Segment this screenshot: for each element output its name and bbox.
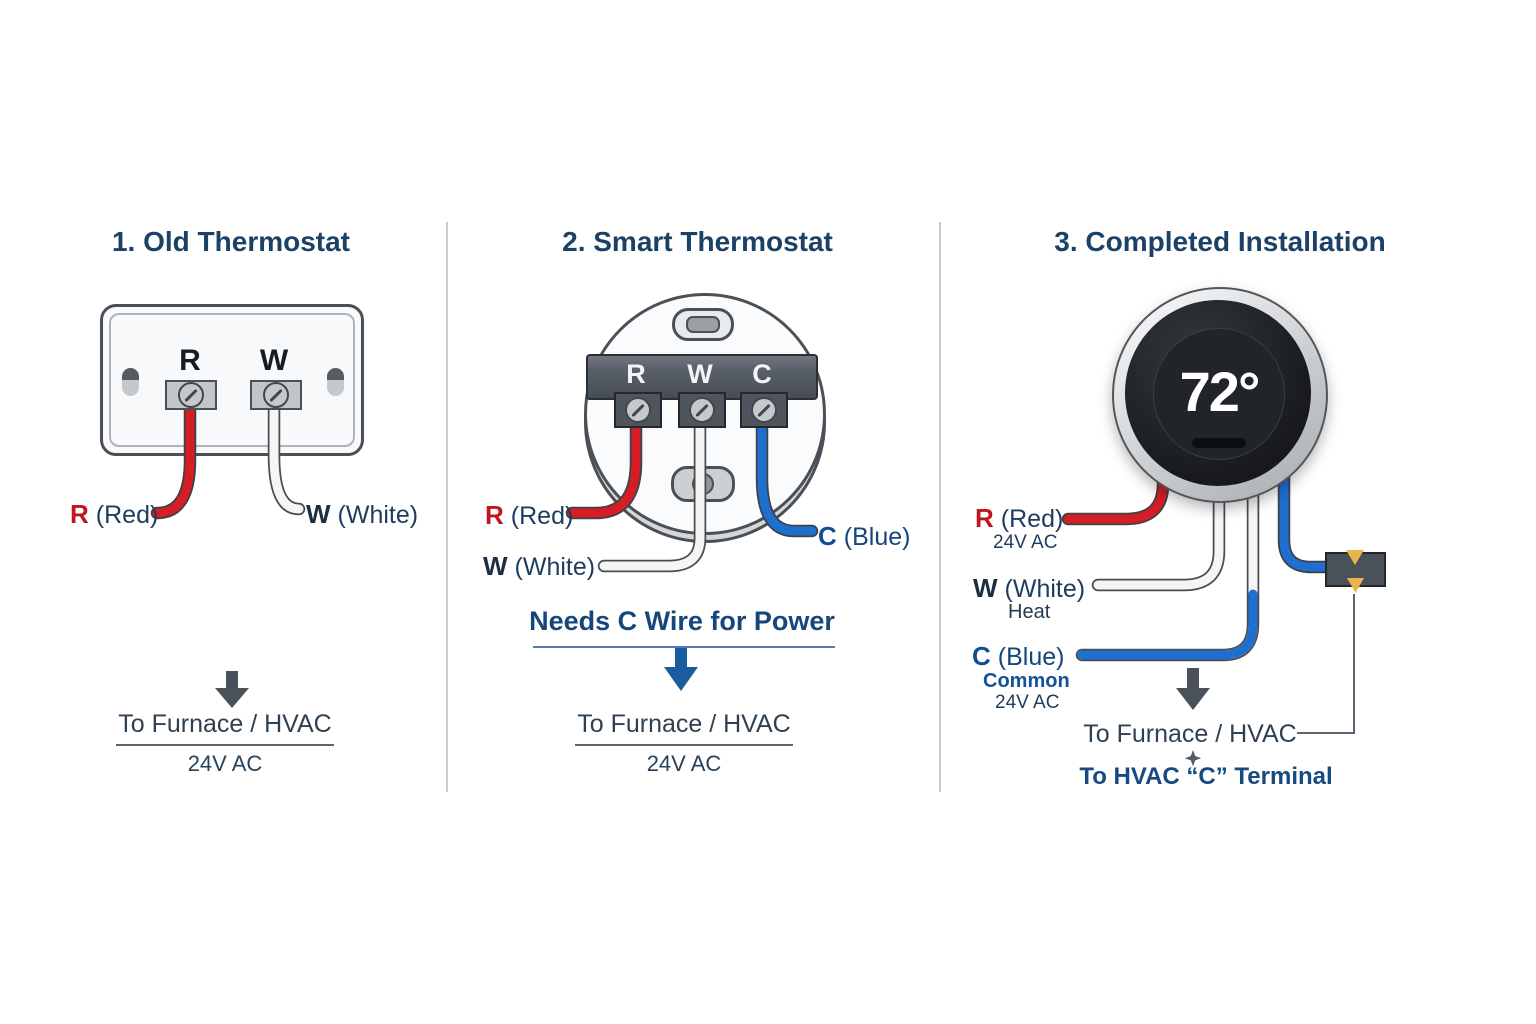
down-arrow-icon (1176, 668, 1210, 710)
panel3-footer-line1: To Furnace / HVAC (1040, 720, 1340, 749)
wire-name-white: (White) (337, 501, 419, 529)
terminal-c (740, 392, 788, 428)
furnace-label: To Furnace / HVAC (575, 710, 793, 746)
screw-icon (689, 397, 715, 423)
mounting-hole-left (122, 368, 139, 396)
terminal-r (165, 380, 217, 410)
down-arrow-icon (215, 671, 249, 708)
terminal-label-c: C (752, 359, 772, 389)
terminal-label-r: R (179, 344, 201, 377)
wire-letter-r: R (485, 500, 504, 530)
wire-sub-label-common: Common (983, 670, 1070, 692)
wire-letter-w: W (973, 573, 998, 603)
note-underline (533, 646, 835, 648)
screw-icon (263, 382, 289, 408)
wire-label-red: R(Red) (485, 500, 573, 531)
plate-inner-border (109, 313, 355, 447)
down-arrow-icon (664, 647, 698, 691)
wire-label-white: W(White) (306, 499, 418, 530)
wire-label-blue: C(Blue) (972, 641, 1064, 672)
furnace-label: To Furnace / HVAC (116, 710, 334, 746)
mounting-slot-top-inner (686, 316, 720, 333)
screw-icon (625, 397, 651, 423)
temperature-reading: 72° (1179, 359, 1261, 423)
furnace-label: To Furnace / HVAC (1083, 720, 1297, 748)
mounting-slot-bottom-screw (692, 473, 714, 495)
wire-label-white: W(White) (483, 551, 595, 582)
wire-label-white: W(White) (973, 573, 1085, 604)
terminal-label-w: W (259, 344, 289, 377)
panel-divider-2 (939, 222, 941, 792)
wire-letter-w: W (483, 551, 508, 581)
panel1-title: 1. Old Thermostat (111, 226, 351, 257)
wire-name-red: (Red) (1000, 505, 1064, 533)
wire-letter-c: C (818, 521, 837, 551)
wire-letter-w: W (306, 499, 331, 529)
wire-name-white: (White) (1004, 575, 1086, 603)
wire-name-white: (White) (514, 553, 596, 581)
blue-wire (1279, 463, 1332, 572)
wire-label-red: R(Red) (975, 503, 1063, 534)
connector-callout-line (1297, 594, 1355, 734)
panel2-footer: To Furnace / HVAC 24V AC (534, 710, 834, 777)
wire-name-red: (Red) (95, 501, 159, 529)
wire-label-red: R(Red) (70, 499, 158, 530)
mounting-hole-right (327, 368, 344, 396)
terminal-label-w: W (687, 359, 713, 389)
thermostat-display: 72° (1153, 328, 1285, 460)
wire-name-blue: (Blue) (997, 643, 1065, 671)
mounting-slot-bottom (671, 466, 735, 502)
wire-name-red: (Red) (510, 502, 574, 530)
wire-sub-label: Heat (1008, 601, 1051, 623)
wire-sub-label: 24V AC (995, 692, 1060, 713)
old-thermostat-plate (100, 304, 364, 456)
wire-letter-c: C (972, 641, 991, 671)
terminal-label-r: R (626, 359, 646, 389)
voltage-label: 24V AC (646, 751, 722, 776)
screw-icon (178, 382, 204, 408)
needs-c-wire-note: Needs C Wire for Power (529, 606, 835, 636)
blue-wire-outline (1277, 461, 1334, 574)
wire-label-blue: C(Blue) (818, 521, 910, 552)
wire-letter-r: R (70, 499, 89, 529)
voltage-label: 24V AC (187, 751, 263, 776)
panel1-footer: To Furnace / HVAC 24V AC (75, 710, 375, 777)
c-wire-blue-segment (1077, 589, 1258, 660)
terminal-w (678, 392, 726, 428)
panel-divider-1 (446, 222, 448, 792)
wire-letter-r: R (975, 503, 994, 533)
c-terminal-label: To HVAC “C” Terminal (1079, 763, 1333, 790)
terminal-w (250, 380, 302, 410)
panel2-title: 2. Smart Thermostat (562, 226, 833, 257)
thermostat-display-notch (1192, 438, 1246, 448)
wire-sub-label: 24V AC (993, 532, 1058, 553)
terminal-r (614, 392, 662, 428)
mounting-slot-top (672, 308, 734, 341)
screw-icon (751, 397, 777, 423)
wire-name-blue: (Blue) (843, 523, 911, 551)
panel3-title: 3. Completed Installation (1054, 226, 1386, 257)
